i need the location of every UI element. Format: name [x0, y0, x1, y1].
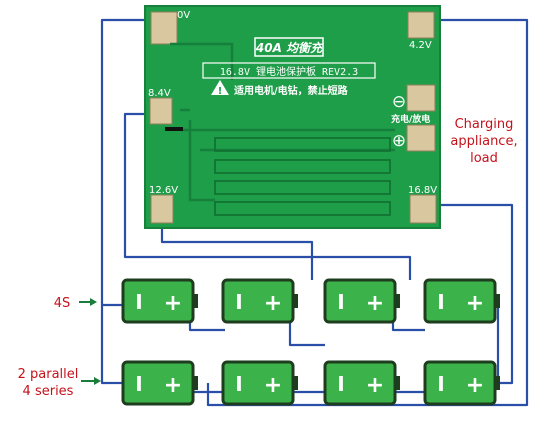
- bms-board: ! 40A 均衡充 16.8V 锂电池保护板 REV2.3 适用电机/电钻，禁止…: [144, 5, 441, 229]
- load-label-line2: appliance,: [450, 134, 517, 149]
- battery-cell-body: [423, 360, 497, 406]
- brand-box: [254, 37, 324, 57]
- model-box: [202, 62, 376, 79]
- battery-cell-body: [121, 360, 195, 406]
- board-traces: [170, 42, 395, 202]
- load-label-line1: Charging: [455, 117, 514, 132]
- pad-label-8v4: 8.4V: [148, 88, 171, 99]
- battery-cell: I+: [423, 278, 500, 324]
- mosfet-rows: [214, 137, 391, 216]
- parallel-label-line1: 2 parallel: [18, 367, 79, 382]
- battery-positive-label: +: [466, 291, 484, 316]
- battery-cell: I+: [221, 360, 298, 406]
- board-body: [144, 5, 441, 229]
- battery-cell: I+: [121, 360, 198, 406]
- battery-cell: I+: [423, 360, 500, 406]
- wire-0v: [100, 18, 152, 307]
- pad-label-12v6: 12.6V: [149, 185, 178, 196]
- battery-terminal-nub: [193, 376, 198, 390]
- battery-negative-label: I: [235, 290, 242, 314]
- wire-left-drop: [100, 305, 110, 385]
- battery-positive-label: +: [366, 373, 384, 398]
- battery-cell: I+: [121, 278, 198, 324]
- battery-terminal-nub: [395, 376, 400, 390]
- battery-negative-label: I: [235, 372, 242, 396]
- pad-8v4: [149, 97, 173, 125]
- battery-negative-label: I: [135, 372, 142, 396]
- battery-cell-body: [323, 278, 397, 324]
- battery-cell-body: [221, 278, 295, 324]
- battery-negative-label: I: [437, 290, 444, 314]
- battery-cell: I+: [323, 278, 400, 324]
- port-label: 充电/放电: [391, 113, 430, 125]
- wire-16v8: [435, 203, 514, 385]
- annotations: Charging appliance, load 4S 2 parallel 4…: [18, 117, 518, 399]
- pad-label-4v2: 4.2V: [409, 40, 432, 51]
- battery-cell: I+: [221, 278, 298, 324]
- battery-negative-label: I: [337, 290, 344, 314]
- battery-cell: I+: [323, 360, 400, 406]
- battery-cell-body: [323, 360, 397, 406]
- pad-plus: [406, 124, 436, 152]
- series-label: 4S: [54, 296, 71, 311]
- warning-triangle-icon: [211, 80, 229, 95]
- svg-text:!: !: [218, 86, 223, 97]
- battery-positive-label: +: [164, 373, 182, 398]
- pad-label-0v: 0V: [177, 10, 190, 21]
- battery-positive-label: +: [264, 291, 282, 316]
- battery-terminal-nub: [293, 294, 298, 308]
- battery-positive-label: +: [466, 373, 484, 398]
- warning-text: 适用电机/电钻，禁止短路: [234, 84, 349, 97]
- battery-cells: I+I+I+I+I+I+I+I+: [121, 278, 500, 406]
- parallel-label-line2: 4 series: [23, 384, 74, 399]
- battery-negative-label: I: [135, 290, 142, 314]
- pad-4v2: [407, 11, 435, 39]
- battery-negative-label: I: [437, 372, 444, 396]
- pad-16v8: [409, 194, 437, 224]
- minus-symbol-icon: ⊖: [392, 92, 406, 112]
- battery-cell-body: [121, 278, 195, 324]
- battery-terminal-nub: [495, 376, 500, 390]
- wire-8v4: [123, 112, 412, 280]
- battery-terminal-nub: [495, 294, 500, 308]
- brand-text: 40A 均衡充: [255, 41, 324, 55]
- pad-label-16v8: 16.8V: [408, 185, 437, 196]
- battery-cell-body: [423, 278, 497, 324]
- plus-symbol-icon: ⊕: [392, 131, 406, 151]
- pad-minus: [406, 84, 436, 112]
- battery-positive-label: +: [164, 291, 182, 316]
- battery-positive-label: +: [264, 373, 282, 398]
- battery-terminal-nub: [193, 294, 198, 308]
- pad-12v6: [150, 194, 174, 224]
- battery-cell-body: [221, 360, 295, 406]
- battery-terminal-nub: [395, 294, 400, 308]
- pad-0v: [150, 11, 178, 45]
- pcb-marking-bar: [165, 127, 183, 131]
- battery-terminal-nub: [293, 376, 298, 390]
- model-text: 16.8V 锂电池保护板 REV2.3: [220, 65, 358, 78]
- battery-negative-label: I: [337, 372, 344, 396]
- wire-4v2: [206, 18, 529, 407]
- battery-positive-label: +: [366, 291, 384, 316]
- load-label-line3: load: [470, 151, 498, 166]
